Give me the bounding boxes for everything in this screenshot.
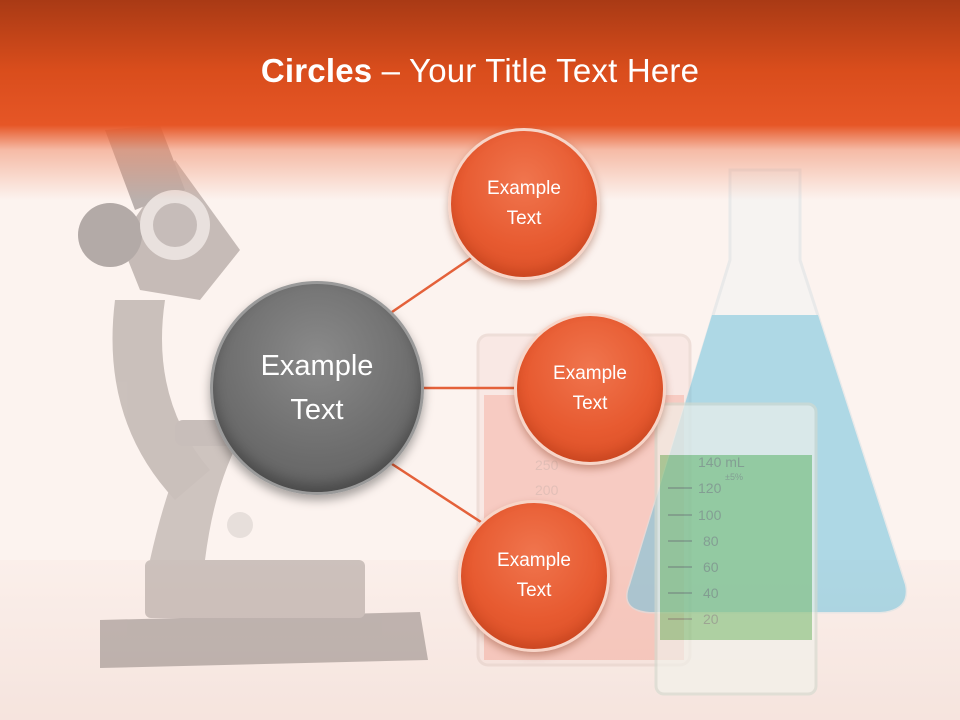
- green-beaker-capacity: 140 mL: [698, 454, 745, 470]
- outer-circle-line2: Text: [572, 393, 608, 414]
- green-beaker-tick: 40: [703, 585, 719, 601]
- slide-title: Circles – Your Title Text Here: [0, 52, 960, 90]
- outer-circle-bottom[interactable]: Example Text: [458, 500, 610, 652]
- outer-circle-middle[interactable]: Example Text: [514, 313, 666, 465]
- green-beaker-tick: 60: [703, 559, 719, 575]
- outer-circle-line2: Text: [506, 208, 542, 229]
- title-rest: – Your Title Text Here: [372, 52, 700, 89]
- title-bold: Circles: [260, 52, 373, 89]
- center-circle-line1: Example: [260, 350, 374, 382]
- green-beaker-tick: 100: [698, 507, 722, 523]
- green-beaker-graphic: 140 mL ±5% 120 100 80 60 40 20: [654, 402, 818, 696]
- green-beaker-tick: 20: [703, 611, 719, 627]
- outer-circle-line1: Example: [553, 363, 627, 384]
- outer-circle-line1: Example: [487, 178, 561, 199]
- outer-circle-line2: Text: [516, 580, 552, 601]
- center-circle[interactable]: Example Text: [210, 281, 424, 495]
- center-circle-line2: Text: [290, 394, 344, 426]
- outer-circle-top[interactable]: Example Text: [448, 128, 600, 280]
- green-beaker-tick: 80: [703, 533, 719, 549]
- outer-circle-line1: Example: [497, 550, 571, 571]
- green-beaker-tick: 120: [698, 480, 722, 496]
- green-beaker-tolerance: ±5%: [725, 472, 743, 482]
- red-beaker-tick: 250: [535, 457, 559, 473]
- red-beaker-tick: 200: [535, 482, 559, 498]
